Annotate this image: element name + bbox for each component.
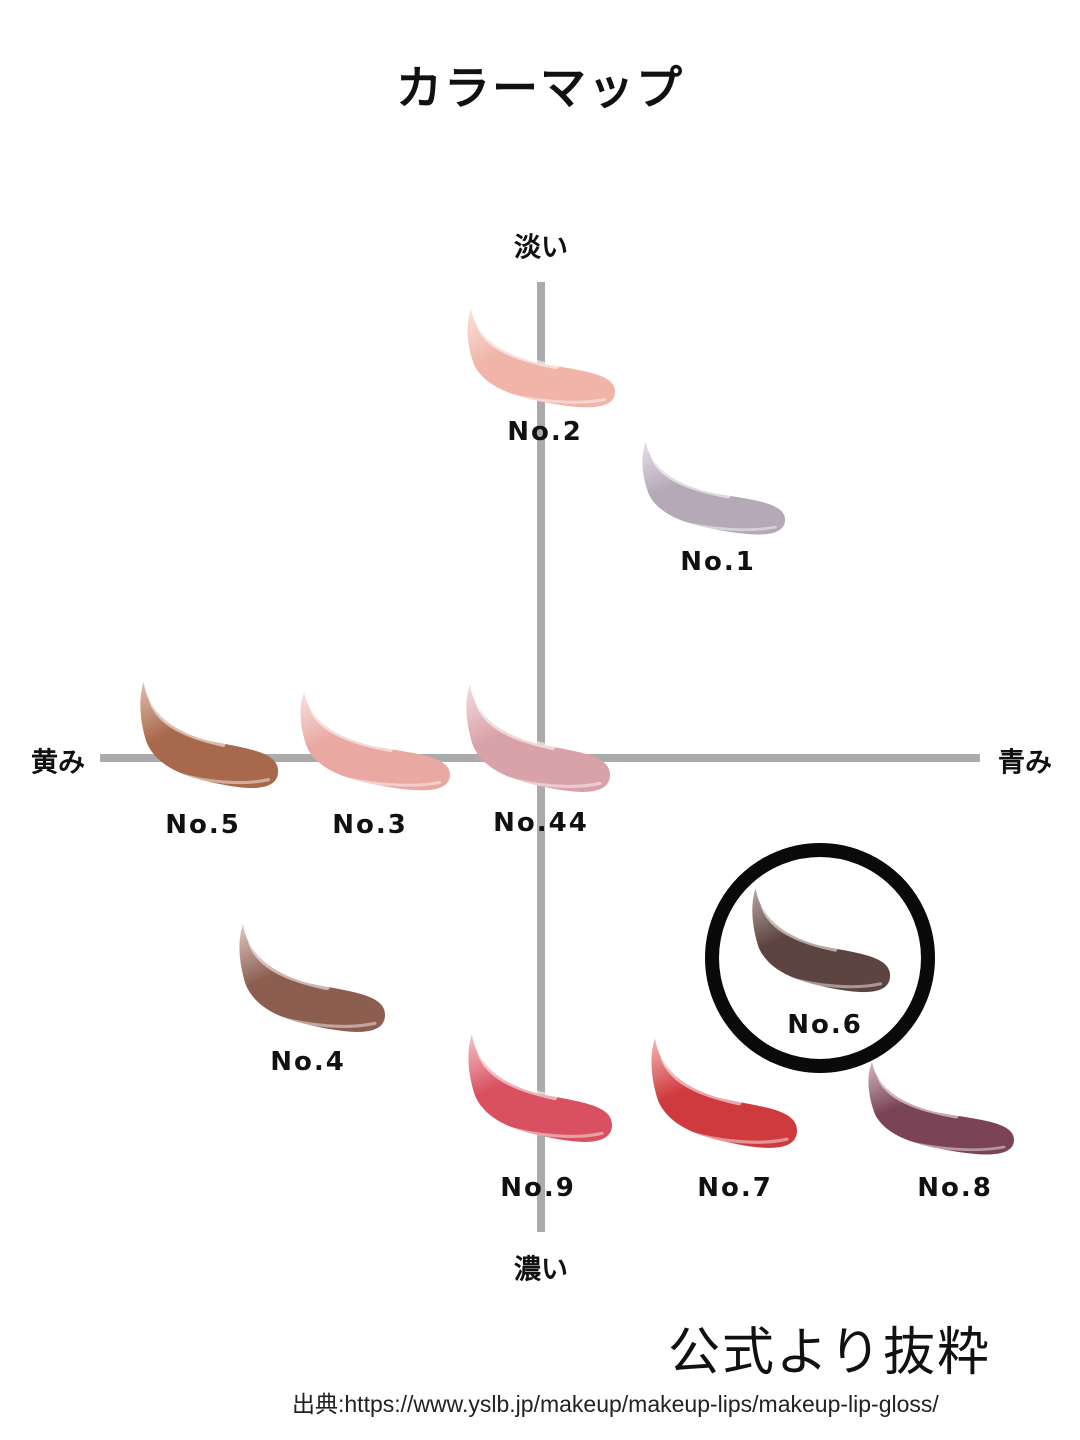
lip-gloss-swatch bbox=[866, 1058, 1016, 1158]
swatch-shape bbox=[642, 441, 786, 535]
lip-gloss-swatch bbox=[138, 678, 280, 792]
swatch-shape bbox=[466, 684, 611, 792]
page-title: カラーマップ bbox=[396, 61, 684, 115]
lip-gloss-swatch bbox=[464, 680, 612, 796]
swatch-label: No.2 bbox=[507, 417, 583, 447]
swatch-label: No.44 bbox=[493, 808, 589, 838]
swatch-shape bbox=[239, 924, 385, 1032]
axis-label-yellowish: 黄み bbox=[31, 747, 85, 779]
swatch-shape bbox=[468, 1034, 613, 1142]
swatch-label: No.1 bbox=[680, 547, 756, 577]
swatch-label: No.9 bbox=[500, 1173, 576, 1203]
swatch-shape bbox=[300, 691, 450, 791]
swatch-label: No.8 bbox=[917, 1173, 993, 1203]
highlight-circle bbox=[705, 843, 935, 1073]
axis-label-bluish: 青み bbox=[998, 747, 1052, 779]
lip-gloss-swatch bbox=[466, 1030, 614, 1146]
source-citation: 出典:https://www.yslb.jp/makeup/makeup-lip… bbox=[292, 1391, 939, 1417]
swatch-shape bbox=[651, 1038, 797, 1148]
swatch-shape bbox=[140, 682, 279, 789]
lip-gloss-swatch bbox=[237, 920, 387, 1036]
lip-gloss-swatch bbox=[298, 688, 452, 794]
lip-gloss-swatch bbox=[640, 438, 787, 538]
lip-gloss-swatch bbox=[465, 305, 617, 411]
swatch-shape bbox=[868, 1061, 1014, 1155]
swatch-label: No.3 bbox=[332, 810, 408, 840]
swatch-label: No.5 bbox=[165, 810, 241, 840]
swatch-label: No.7 bbox=[697, 1173, 773, 1203]
axis-label-deep: 濃い bbox=[514, 1254, 568, 1286]
swatch-label: No.4 bbox=[270, 1047, 346, 1077]
note-text: 公式より抜粋 bbox=[668, 1323, 991, 1383]
axis-label-light: 淡い bbox=[514, 232, 568, 264]
swatch-shape bbox=[467, 308, 615, 408]
lip-gloss-swatch bbox=[649, 1034, 799, 1152]
